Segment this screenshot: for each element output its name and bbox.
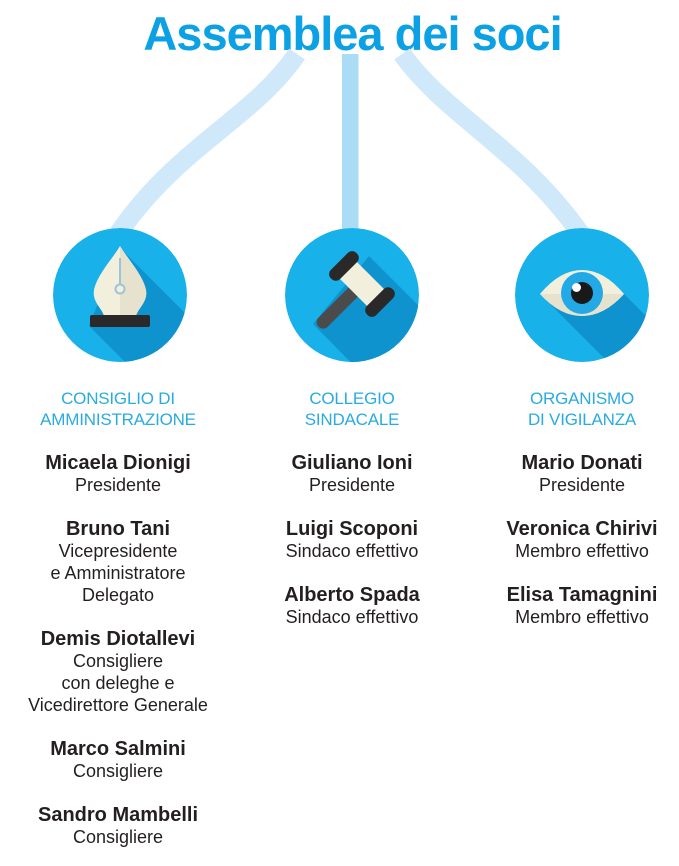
- member-entry: Marco Salmini Consigliere: [3, 738, 233, 782]
- member-role: Consigliere: [72, 761, 164, 781]
- member-role: Sindaco effettivo: [285, 541, 419, 561]
- column-header: CONSIGLIO DI AMMINISTRAZIONE: [40, 389, 196, 429]
- page-title: Assemblea dei soci: [143, 7, 562, 60]
- member-role: Consigliere: [72, 827, 164, 847]
- member-name: Mario Donati: [521, 452, 643, 474]
- member-entry: Elisa Tamagnini Membro effettivo: [467, 584, 679, 628]
- member-entry: Mario Donati Presidente: [467, 452, 679, 496]
- member-entry: Demis Diotallevi Consigliere con deleghe…: [3, 628, 233, 716]
- member-role: Membro effettivo: [515, 607, 649, 627]
- member-name: Marco Salmini: [50, 738, 186, 760]
- pen-nib-icon: [53, 228, 187, 362]
- member-name: Elisa Tamagnini: [506, 584, 658, 606]
- connector-lines: [106, 48, 593, 246]
- column-header: COLLEGIO SINDACALE: [304, 389, 400, 429]
- member-role: Sindaco effettivo: [285, 607, 419, 627]
- column-collegio-sindacale: COLLEGIO SINDACALE Giuliano Ioni Preside…: [237, 388, 467, 650]
- gavel-icon: [285, 228, 419, 362]
- member-entry: Micaela Dionigi Presidente: [3, 452, 233, 496]
- member-name: Giuliano Ioni: [291, 452, 413, 474]
- column-consiglio-di-amministrazione: CONSIGLIO DI AMMINISTRAZIONE Micaela Dio…: [3, 388, 233, 866]
- member-entry: Bruno Tani Vicepresidente e Amministrato…: [3, 518, 233, 606]
- member-name: Luigi Scoponi: [285, 518, 419, 540]
- eye-icon: [515, 228, 649, 362]
- member-name: Alberto Spada: [284, 584, 420, 606]
- member-name: Demis Diotallevi: [40, 628, 196, 650]
- member-role: Membro effettivo: [515, 541, 649, 561]
- member-role: Presidente: [308, 475, 396, 495]
- member-entry: Giuliano Ioni Presidente: [237, 452, 467, 496]
- column-header: ORGANISMO DI VIGILANZA: [527, 389, 637, 429]
- member-role: Presidente: [538, 475, 626, 495]
- member-name: Veronica Chirivi: [506, 518, 658, 540]
- right-connector-line: [394, 48, 593, 246]
- member-role: Presidente: [74, 475, 162, 495]
- member-name: Micaela Dionigi: [45, 452, 191, 474]
- member-name: Sandro Mambelli: [37, 804, 199, 826]
- member-entry: Veronica Chirivi Membro effettivo: [467, 518, 679, 562]
- member-entry: Sandro Mambelli Consigliere: [3, 804, 233, 848]
- member-entry: Alberto Spada Sindaco effettivo: [237, 584, 467, 628]
- member-role: Vicepresidente e Amministratore Delegato: [50, 541, 186, 605]
- member-name: Bruno Tani: [65, 518, 171, 540]
- column-organismo-di-vigilanza: ORGANISMO DI VIGILANZA Mario Donati Pres…: [467, 388, 679, 650]
- left-connector-line: [106, 48, 305, 246]
- middle-connector-line: [342, 54, 359, 238]
- member-role: Consigliere con deleghe e Vicedirettore …: [28, 651, 208, 715]
- member-entry: Luigi Scoponi Sindaco effettivo: [237, 518, 467, 562]
